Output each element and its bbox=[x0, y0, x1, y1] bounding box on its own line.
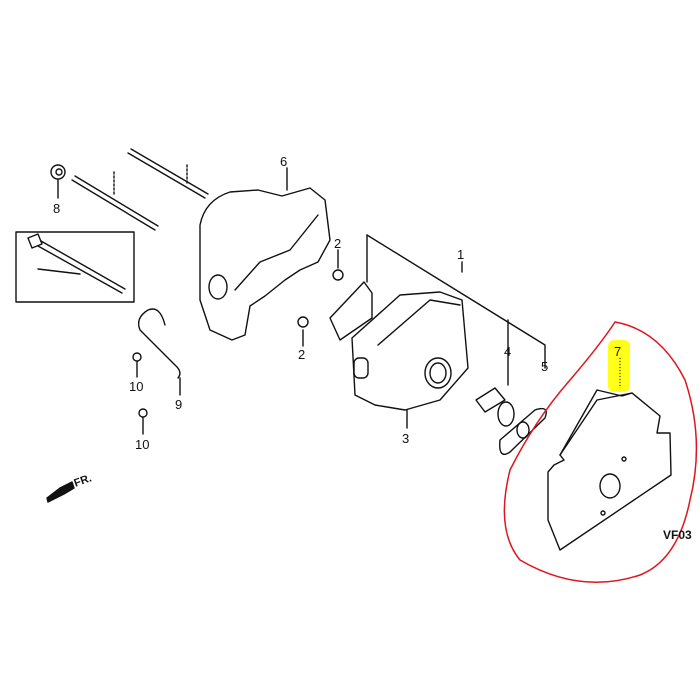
nut-icon bbox=[50, 164, 66, 180]
callout-7: 7 bbox=[614, 344, 622, 359]
highlight-marker bbox=[608, 340, 630, 392]
callout-9: 9 bbox=[175, 397, 183, 412]
muffler-protector-cover bbox=[199, 167, 331, 341]
callout-6: 5 bbox=[541, 359, 549, 374]
callout-4: 6 bbox=[280, 154, 288, 169]
muffler-body bbox=[351, 291, 469, 429]
bolt-icon bbox=[15, 231, 135, 303]
callout-10a: 10 bbox=[129, 379, 144, 394]
callout-5: 4 bbox=[504, 344, 512, 359]
callout-3: 3 bbox=[402, 431, 410, 446]
callout-1: 1 bbox=[457, 247, 465, 262]
heat-shield bbox=[547, 389, 672, 551]
front-arrow-icon bbox=[46, 481, 75, 503]
diagram-code: VF03 bbox=[663, 528, 692, 542]
callout-2b: 2 bbox=[298, 347, 306, 362]
callout-2a: 2 bbox=[334, 236, 342, 251]
callout-10b: 10 bbox=[135, 437, 150, 452]
highlight-circle bbox=[503, 321, 698, 583]
stud-bolt-icon bbox=[71, 148, 209, 231]
callout-8: 8 bbox=[53, 201, 61, 216]
